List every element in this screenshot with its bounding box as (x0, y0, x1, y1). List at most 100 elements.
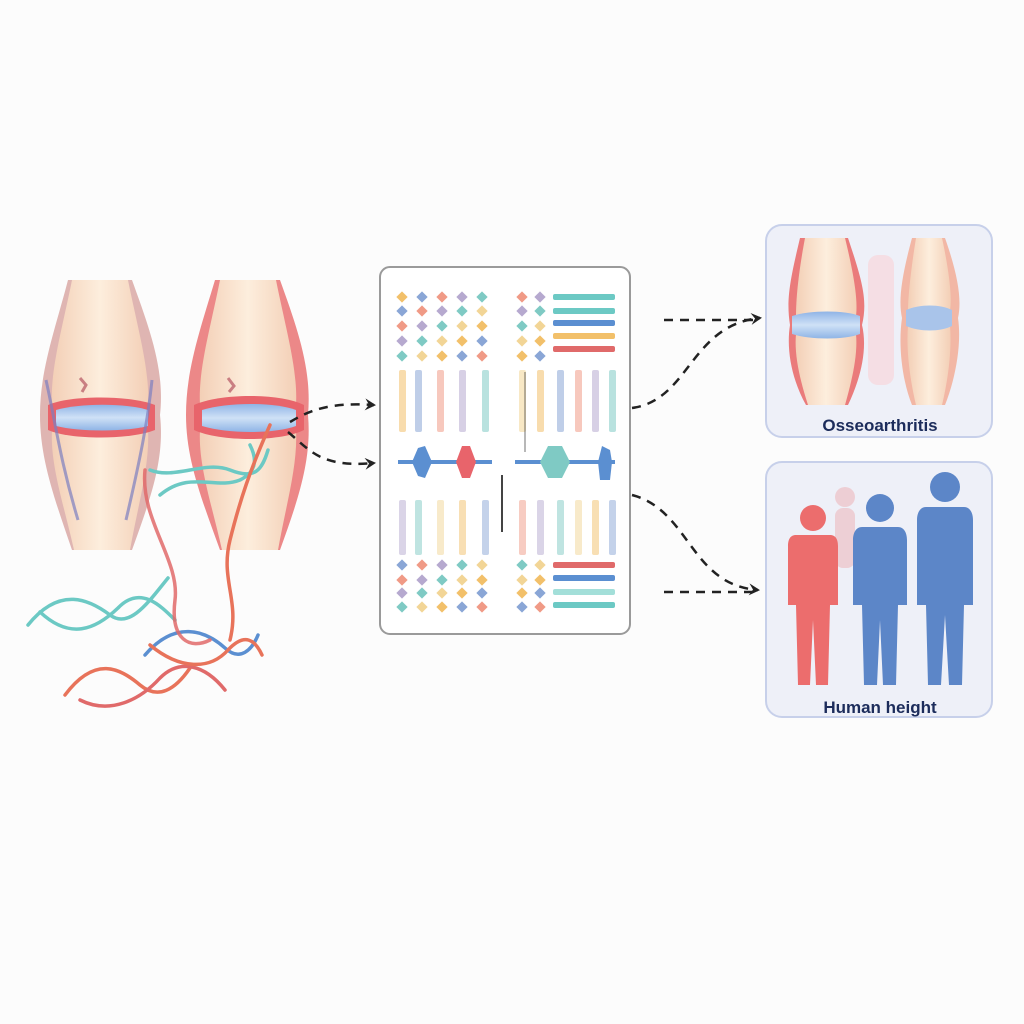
genome-marker (396, 291, 408, 303)
genome-marker (476, 559, 488, 571)
genome-marker (476, 574, 488, 586)
genome-marker (476, 350, 488, 362)
genome-bar (553, 320, 615, 326)
knee-joint-icon (40, 280, 161, 550)
genome-marker (476, 320, 488, 332)
genome-marker (416, 587, 428, 599)
genome-marker (456, 601, 468, 613)
genome-track (537, 370, 544, 432)
genome-bar (553, 308, 615, 314)
genome-marker (534, 335, 546, 347)
arrows (287, 312, 762, 596)
genome-track (575, 500, 582, 555)
genome-track (557, 500, 564, 555)
genome-marker (396, 335, 408, 347)
genome-marker (516, 320, 528, 332)
genome-peak (598, 446, 612, 480)
genome-marker (476, 335, 488, 347)
genome-track (557, 370, 564, 432)
genome-marker (476, 587, 488, 599)
genome-bar (553, 333, 615, 339)
genome-marker (416, 601, 428, 613)
genome-data-grid-icon (396, 291, 616, 613)
genome-marker (534, 559, 546, 571)
genome-marker (416, 559, 428, 571)
genome-marker (416, 574, 428, 586)
genome-marker (456, 350, 468, 362)
genome-marker (534, 587, 546, 599)
osteoarthritis-label: Osseoarthritis (822, 416, 937, 435)
genome-marker (534, 574, 546, 586)
genome-track (592, 500, 599, 555)
arrow-genome-to-height (631, 493, 760, 596)
genome-marker (416, 305, 428, 317)
genome-peak (540, 446, 570, 478)
genome-marker (534, 320, 546, 332)
genome-peak (412, 446, 432, 478)
genome-marker (476, 601, 488, 613)
genome-track (609, 370, 616, 432)
genome-marker (476, 305, 488, 317)
genome-marker (534, 350, 546, 362)
genome-marker (456, 335, 468, 347)
genome-track (609, 500, 616, 555)
genome-marker (534, 291, 546, 303)
genome-marker (396, 350, 408, 362)
human-figure-icon (853, 494, 907, 685)
genome-marker (456, 320, 468, 332)
genome-marker (516, 559, 528, 571)
genome-bar (553, 602, 615, 608)
arrow-genome-to-osteo (631, 312, 762, 410)
genome-marker (416, 335, 428, 347)
genome-data-panel (379, 266, 631, 635)
genome-marker (396, 601, 408, 613)
genome-track (537, 500, 544, 555)
genome-marker (534, 601, 546, 613)
genome-track (399, 500, 406, 555)
genome-marker (396, 587, 408, 599)
genome-track (459, 370, 466, 432)
genome-marker (456, 574, 468, 586)
genome-marker (436, 291, 448, 303)
genome-marker (416, 350, 428, 362)
genome-bar (553, 346, 615, 352)
genome-marker (396, 574, 408, 586)
genome-marker (456, 587, 468, 599)
genome-track (415, 370, 422, 432)
genome-marker (516, 291, 528, 303)
human-figure-icon (788, 505, 838, 685)
genome-track (482, 500, 489, 555)
genome-track (437, 370, 444, 432)
arrow-knee-to-genome-2 (287, 431, 376, 470)
osteoarthritis-panel: Osseoarthritis (765, 224, 993, 438)
genome-marker (534, 305, 546, 317)
genome-track (459, 500, 466, 555)
arthritic-knee-icon (788, 238, 960, 405)
genome-marker (516, 305, 528, 317)
genome-peak (456, 446, 476, 478)
genome-track (575, 370, 582, 432)
genome-marker (516, 587, 528, 599)
genome-marker (516, 574, 528, 586)
arrow-knee-to-genome-1 (289, 398, 376, 424)
genome-marker (516, 350, 528, 362)
genome-track (482, 370, 489, 432)
height-label: Human height (823, 698, 937, 717)
genome-track (437, 500, 444, 555)
genome-bar (553, 589, 615, 595)
genome-marker (436, 320, 448, 332)
genome-marker (436, 559, 448, 571)
genome-marker (436, 305, 448, 317)
genome-marker (436, 335, 448, 347)
knee-joints-group (40, 280, 309, 550)
human-figure-icon (917, 472, 973, 685)
height-panel: Human height (765, 461, 993, 718)
genome-marker (516, 601, 528, 613)
genome-track (399, 370, 406, 432)
genome-marker (436, 574, 448, 586)
genome-marker (436, 601, 448, 613)
genome-marker (456, 305, 468, 317)
genome-marker (436, 350, 448, 362)
genome-marker (456, 291, 468, 303)
